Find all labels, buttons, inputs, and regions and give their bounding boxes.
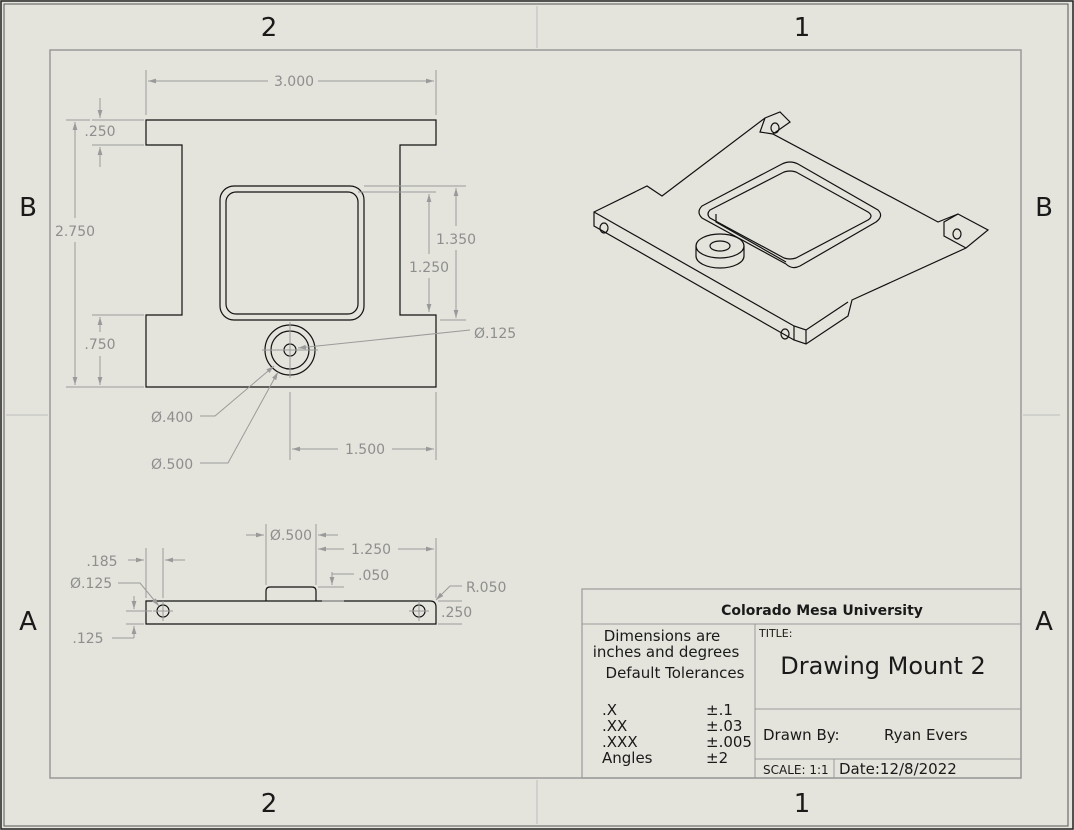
- tolerance-label: .XX: [602, 717, 627, 735]
- dim-tab-thickness: .250: [84, 124, 115, 140]
- tolerance-label: .X: [602, 701, 617, 719]
- zone-label-top-2: 2: [261, 13, 278, 43]
- iso-hole: [952, 228, 962, 240]
- dim-boss-outer-dia: Ø.500: [151, 457, 193, 473]
- iso-pocket-outer: [698, 161, 882, 269]
- zone-label-bottom-1: 1: [794, 789, 811, 819]
- tolerance-label: .XXX: [602, 733, 638, 751]
- tolerance-heading: Default Tolerances: [606, 664, 745, 682]
- title-block-border: [581, 588, 1022, 779]
- dim-overall-height: 2.750: [55, 224, 95, 240]
- tolerance-value: ±.03: [706, 717, 742, 735]
- dim-boss-inner-dia: Ø.400: [151, 410, 193, 426]
- iso-top-edge: [593, 211, 849, 331]
- title-block: Colorado Mesa University Dimensions are …: [581, 588, 1022, 779]
- dim-overall-width: 3.000: [274, 74, 314, 90]
- zone-label-bottom-2: 2: [261, 789, 278, 819]
- iso-hole: [599, 222, 609, 234]
- iso-hole: [780, 328, 790, 340]
- tolerance-label: Angles: [602, 749, 653, 767]
- dim-side-boss-position: 1.250: [351, 542, 391, 558]
- dim-side-fillet: R.050: [466, 580, 506, 596]
- tolerance-value: ±.1: [706, 701, 733, 719]
- side-view: .185 Ø.125 .125 Ø.500 1.250 .050 R.050: [70, 524, 506, 647]
- tolerance-value: ±.005: [706, 733, 752, 751]
- title-label: TITLE:: [758, 627, 792, 640]
- dim-hole-dia: Ø.125: [474, 326, 516, 342]
- dim-note-line-1: Dimensions are: [604, 627, 721, 645]
- dim-side-hole-dia: Ø.125: [70, 576, 112, 592]
- isometric-view: [593, 111, 990, 345]
- iso-tab-right: [943, 213, 967, 249]
- iso-tab-top: [759, 117, 774, 135]
- dim-boss-offset: 1.500: [345, 442, 385, 458]
- dim-side-thickness: .250: [441, 605, 472, 621]
- top-view-outline: [145, 119, 437, 388]
- dim-note-line-2: inches and degrees: [593, 643, 740, 661]
- dim-pocket-outer: 1.350: [436, 232, 476, 248]
- zone-label-left-a: A: [19, 607, 37, 637]
- side-view-outline: [145, 600, 437, 625]
- pocket-outer: [219, 185, 365, 321]
- drawing-frame: [49, 49, 1022, 779]
- drawing-title: Drawing Mount 2: [780, 652, 986, 680]
- zone-label-left-b: B: [19, 193, 37, 223]
- pocket-inner: [225, 191, 359, 315]
- iso-hole: [770, 122, 780, 134]
- side-view-boss: [265, 586, 317, 601]
- company-name: Colorado Mesa University: [721, 603, 923, 619]
- dim-side-hole-height: .125: [72, 631, 103, 647]
- scale-text: SCALE: 1:1: [763, 763, 829, 777]
- dim-pocket-inner: 1.250: [409, 260, 449, 276]
- drawn-by-name: Ryan Evers: [884, 726, 968, 744]
- dim-lower-step: .750: [84, 337, 115, 353]
- dim-side-boss-height: .050: [358, 568, 389, 584]
- zone-label-right-a: A: [1035, 607, 1053, 637]
- dim-side-boss-dia: Ø.500: [270, 528, 312, 544]
- iso-pocket-inner: [707, 170, 872, 260]
- tolerance-value: ±2: [706, 749, 728, 767]
- drawn-by-label: Drawn By:: [763, 726, 840, 744]
- iso-pocket-wall: [715, 214, 787, 263]
- zone-label-right-b: B: [1035, 193, 1053, 223]
- iso-boss-hole: [709, 240, 731, 252]
- date-text: Date:12/8/2022: [839, 760, 957, 778]
- zone-label-top-1: 1: [794, 13, 811, 43]
- top-view: 3.000 .250 2.750 .750 1.350 1.250 Ø.125: [55, 70, 516, 473]
- sheet-border: [3, 3, 1069, 827]
- iso-boss-side: [695, 246, 745, 269]
- dim-side-hole-offset: .185: [86, 554, 117, 570]
